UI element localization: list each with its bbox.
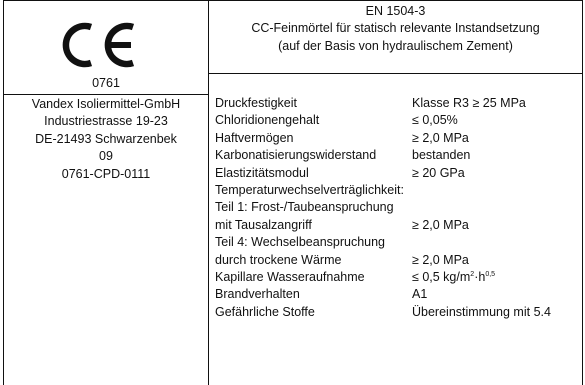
manufacturer-name: Vandex Isoliermittel-GmbH	[31, 97, 181, 111]
border-left	[3, 0, 4, 385]
property-label: Karbonatisierungswiderstand	[215, 148, 377, 163]
property-row: mit Tausalzangriff ≥ 2,0 MPa	[215, 217, 580, 234]
property-value: A1	[412, 287, 428, 302]
property-label: Kapillare Wasseraufnahme	[215, 269, 365, 284]
certificate-number: 0761-CPD-0111	[61, 166, 151, 181]
property-row: Karbonatisierungswiderstand bestanden	[215, 147, 580, 164]
property-label: Chloridionengehalt	[215, 113, 320, 128]
manufacturer-city: DE-21493 Schwarzenbek	[35, 131, 177, 146]
year-of-marking: 09	[99, 149, 113, 164]
notified-body-number: 0761	[92, 76, 120, 90]
property-row: Teil 4: Wechselbeanspruchung	[215, 234, 580, 251]
property-row: durch trockene Wärme ≥ 2,0 MPa	[215, 252, 580, 269]
property-row: Brandverhalten A1	[215, 286, 580, 303]
property-value: bestanden	[412, 148, 471, 163]
right-column-divider	[208, 73, 583, 74]
property-label: Haftvermögen	[215, 130, 294, 145]
property-row: Druckfestigkeit Klasse R3 ≥ 25 MPa	[215, 95, 580, 112]
standard-number: EN 1504-3	[365, 4, 426, 18]
border-top	[3, 0, 583, 1]
property-value: ≥ 2,0 MPa	[412, 252, 469, 267]
property-value: Klasse R3 ≥ 25 MPa	[412, 96, 526, 110]
property-row: Gefährliche Stoffe Übereinstimmung mit 5…	[215, 304, 580, 321]
property-label: Temperaturwechselverträglichkeit:	[215, 182, 404, 197]
property-row: Temperaturwechselverträglichkeit:	[215, 182, 580, 199]
property-row: Kapillare Wasseraufnahme ≤ 0,5 kg/m2·h0,…	[215, 269, 580, 286]
property-label: Druckfestigkeit	[215, 96, 297, 110]
product-description: CC-Feinmörtel für statisch relevante Ins…	[251, 21, 540, 36]
manufacturer-street: Industriestrasse 19-23	[44, 114, 168, 129]
property-value: ≥ 2,0 MPa	[412, 130, 469, 145]
ce-mark-logo: CE	[62, 22, 135, 68]
property-value: ≤ 0,05%	[412, 113, 458, 128]
property-value: ≥ 2,0 MPa	[412, 217, 469, 232]
property-value: ≥ 20 GPa	[412, 165, 465, 180]
property-row: Elastizitätsmodul ≥ 20 GPa	[215, 165, 580, 182]
property-label: Teil 4: Wechselbeanspruchung	[215, 235, 386, 250]
product-basis: (auf der Basis von hydraulischem Zement)	[278, 38, 513, 53]
property-label: Brandverhalten	[215, 287, 300, 302]
property-row: Teil 1: Frost-/Taubeanspruchung	[215, 199, 580, 216]
properties-table: Druckfestigkeit Klasse R3 ≥ 25 MPa Chlor…	[215, 95, 580, 321]
property-row: Chloridionengehalt ≤ 0,05%	[215, 112, 580, 129]
product-header: EN 1504-3 CC-Feinmörtel für statisch rel…	[209, 3, 582, 55]
property-label: Teil 1: Frost-/Taubeanspruchung	[215, 200, 394, 215]
manufacturer-block: Vandex Isoliermittel-GmbH Industriestras…	[3, 96, 209, 183]
property-row: Haftvermögen ≥ 2,0 MPa	[215, 130, 580, 147]
column-divider	[208, 0, 209, 385]
border-right	[582, 0, 583, 385]
property-label: Gefährliche Stoffe	[215, 304, 315, 319]
left-column-divider	[3, 94, 209, 95]
property-value: ≤ 0,5 kg/m2·h0,5	[412, 269, 496, 284]
property-label: Elastizitätsmodul	[215, 165, 309, 180]
property-value: Übereinstimmung mit 5.4	[412, 304, 551, 319]
property-label: mit Tausalzangriff	[215, 217, 312, 232]
property-label: durch trockene Wärme	[215, 252, 342, 267]
